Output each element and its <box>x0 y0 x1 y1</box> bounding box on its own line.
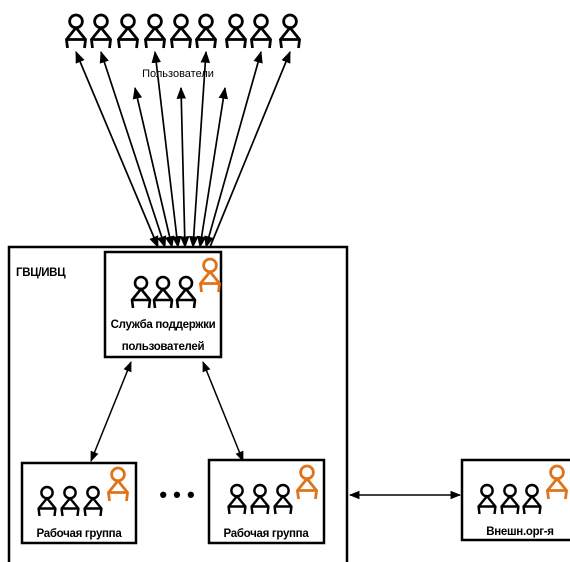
service-label-line1: Служба поддержки <box>111 319 216 331</box>
main-container <box>7 245 349 562</box>
person-icon <box>500 483 520 515</box>
lead-person-icon <box>107 466 129 502</box>
person-icon <box>152 275 174 309</box>
lead-person-icon <box>199 257 221 293</box>
service-people <box>130 257 221 309</box>
person-icon <box>250 13 272 49</box>
person-icon <box>175 275 197 309</box>
work-group-2-label: Рабочая группа <box>224 528 310 540</box>
person-icon <box>130 275 152 309</box>
work-group-1-box <box>20 461 138 545</box>
service-box <box>103 250 223 359</box>
person-icon <box>195 13 217 49</box>
person-icon <box>170 13 192 49</box>
group1-people <box>37 466 129 517</box>
external-org-label: Внешн.орг-я <box>486 526 553 538</box>
person-icon <box>522 483 542 515</box>
ellipsis: • • • <box>159 482 194 507</box>
person-icon <box>60 485 80 517</box>
user-arrow <box>99 50 167 249</box>
user-arrows <box>75 50 291 249</box>
person-icon <box>279 13 301 49</box>
service-label-line2: пользователей <box>122 341 205 353</box>
person-icon <box>227 483 247 515</box>
external-people <box>477 464 568 515</box>
user-arrow <box>75 50 159 249</box>
container-label: ГВЦ/ИВЦ <box>16 267 66 279</box>
user-arrow <box>151 50 182 249</box>
person-icon <box>83 485 103 517</box>
lead-person-icon <box>546 464 568 500</box>
users-label: Пользователи <box>142 68 214 80</box>
person-icon <box>37 485 57 517</box>
users-group <box>65 13 301 49</box>
person-icon <box>117 13 139 49</box>
work-group-2-box <box>207 458 326 545</box>
person-icon <box>144 13 166 49</box>
group2-people <box>227 464 318 515</box>
user-arrow <box>209 50 291 248</box>
person-icon <box>250 483 270 515</box>
person-icon <box>90 13 112 49</box>
arrow-service-group1 <box>90 361 132 462</box>
user-arrow <box>204 50 263 249</box>
person-icon <box>65 13 87 49</box>
person-icon <box>225 13 247 49</box>
person-icon <box>477 483 497 515</box>
person-icon <box>273 483 293 515</box>
arrow-service-group2 <box>202 361 244 462</box>
work-group-1-label: Рабочая группа <box>37 528 123 540</box>
user-arrow <box>132 86 175 249</box>
user-arrow <box>176 86 190 249</box>
lead-person-icon <box>296 464 318 500</box>
